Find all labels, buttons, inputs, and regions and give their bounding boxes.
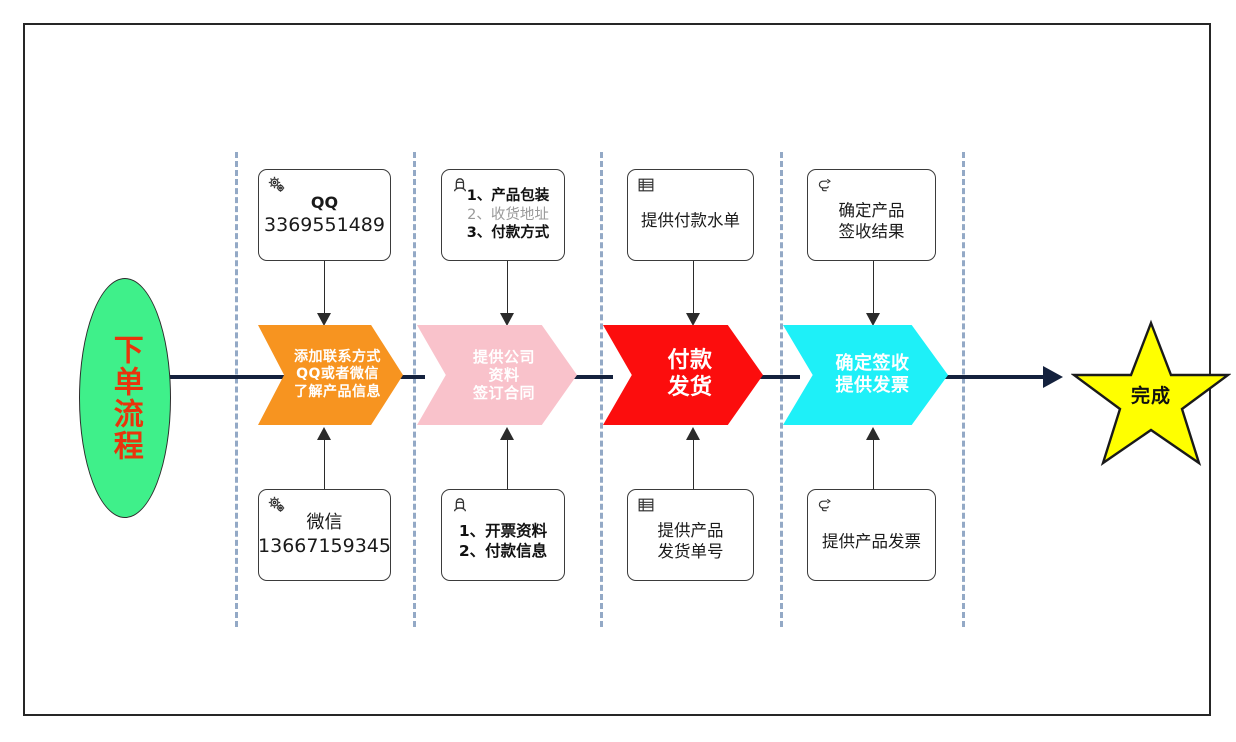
connector-4-bottom-arrow [866,427,880,440]
chevron-stage-3[interactable]: 付款 发货 [603,325,763,425]
lane-divider-5 [962,152,965,627]
note-line: 1、开票资料 [458,522,548,541]
lane-divider-1 [235,152,238,627]
connector-3-bottom [693,440,694,502]
chevron-stage-3-label: 付款 发货 [667,348,712,402]
finish-node[interactable]: 完成 [1070,317,1232,469]
chevron-line: 了解产品信息 [294,383,381,400]
note-lines: 1、产品包装 2、收货地址 3、付款方式 [437,187,569,243]
note-line: 2、收货地址 [467,206,549,223]
gears-icon [267,495,287,515]
flow-line-3-4 [750,375,800,379]
note-stage-3-top[interactable]: 提供付款水单 [627,169,754,261]
finish-node-label: 完成 [1130,385,1171,407]
chevron-stage-4[interactable]: 确定签收 提供发票 [783,325,948,425]
connector-2-bottom-arrow [500,427,514,440]
chevron-line: 资料 [488,365,520,384]
connector-4-bottom [873,440,874,502]
star-icon [1070,319,1232,466]
connector-3-bottom-arrow [686,427,700,440]
note-line: 提供产品发票 [822,532,921,552]
pointing-hand-icon [816,495,836,515]
note-line: 13667159345 [258,535,391,558]
connector-2-top-arrow [500,313,514,326]
person-icon [450,175,470,195]
note-line: 3、付款方式 [466,225,550,242]
note-lines: 提供产品 发货单号 [628,508,753,562]
note-stage-2-bottom[interactable]: 1、开票资料 2、付款信息 [441,489,565,581]
start-node[interactable]: 下单流程 [79,278,171,518]
person-icon [450,495,470,515]
note-stage-1-bottom[interactable]: 微信 13667159345 [258,489,391,581]
connector-2-top [507,261,508,323]
note-lines: 提供产品发票 [808,517,935,552]
chevron-line: 提供公司 [472,347,535,366]
connector-4-top [873,261,874,323]
note-stage-3-bottom[interactable]: 提供产品 发货单号 [627,489,754,581]
connector-3-top [693,261,694,323]
chevron-line: 提供发票 [835,375,910,396]
chevron-line: QQ或者微信 [296,366,379,383]
lane-divider-4 [780,152,783,627]
note-line: 发货单号 [657,542,724,561]
connector-1-top-arrow [317,313,331,326]
flow-line-2-3 [565,375,613,379]
chevron-line: 发货 [667,375,713,400]
note-lines: 微信 13667159345 [258,511,391,558]
connector-1-bottom [324,440,325,502]
connector-3-top-arrow [686,313,700,326]
lane-divider-3 [600,152,603,627]
note-stage-4-top[interactable]: 确定产品 签收结果 [807,169,936,261]
note-lines: QQ 3369551489 [259,193,390,238]
chevron-stage-2-label: 提供公司 资料 签订合同 [473,348,535,403]
chevron-stage-2[interactable]: 提供公司 资料 签订合同 [417,325,577,425]
note-line: 提供产品 [657,520,724,540]
note-stage-1-top[interactable]: QQ 3369551489 [258,169,391,261]
lane-divider-2 [413,152,416,627]
note-line: 提供付款水单 [641,211,740,231]
chevron-line: 添加联系方式 [294,349,381,366]
flow-line-4-finish [935,375,1045,379]
note-line: 1、产品包装 [466,188,550,205]
note-stage-4-bottom[interactable]: 提供产品发票 [807,489,936,581]
list-icon [636,495,656,515]
flow-arrowhead-finish [1043,366,1063,388]
connector-1-top [324,261,325,323]
chevron-line: 签订合同 [472,384,535,403]
chevron-line: 付款 [667,348,713,374]
chevron-line: 确定签收 [835,353,910,375]
note-stage-2-top[interactable]: 1、产品包装 2、收货地址 3、付款方式 [441,169,565,261]
note-line: 确定产品 [838,200,905,220]
note-lines: 提供付款水单 [628,198,753,231]
connector-2-bottom [507,440,508,502]
note-line: 微信 [306,512,343,534]
note-lines: 确定产品 签收结果 [808,188,935,242]
note-line: 3369551489 [264,214,385,237]
chevron-stage-4-label: 确定签收 提供发票 [836,353,910,397]
note-lines: 1、开票资料 2、付款信息 [442,508,564,562]
connector-1-bottom-arrow [317,427,331,440]
connector-4-top-arrow [866,313,880,326]
chevron-stage-1-label: 添加联系方式 QQ或者微信 了解产品信息 [294,349,381,400]
gears-icon [267,175,287,195]
note-line: QQ [310,192,339,212]
pointing-hand-icon [816,175,836,195]
note-line: 签收结果 [838,222,905,241]
flow-line-start [145,375,285,379]
list-icon [636,175,656,195]
diagram-frame: 下单流程 QQ 3369551489 添加联系方式 QQ或者微信 [23,23,1232,716]
note-line: 2、付款信息 [458,542,548,560]
start-node-label: 下单流程 [107,334,143,462]
